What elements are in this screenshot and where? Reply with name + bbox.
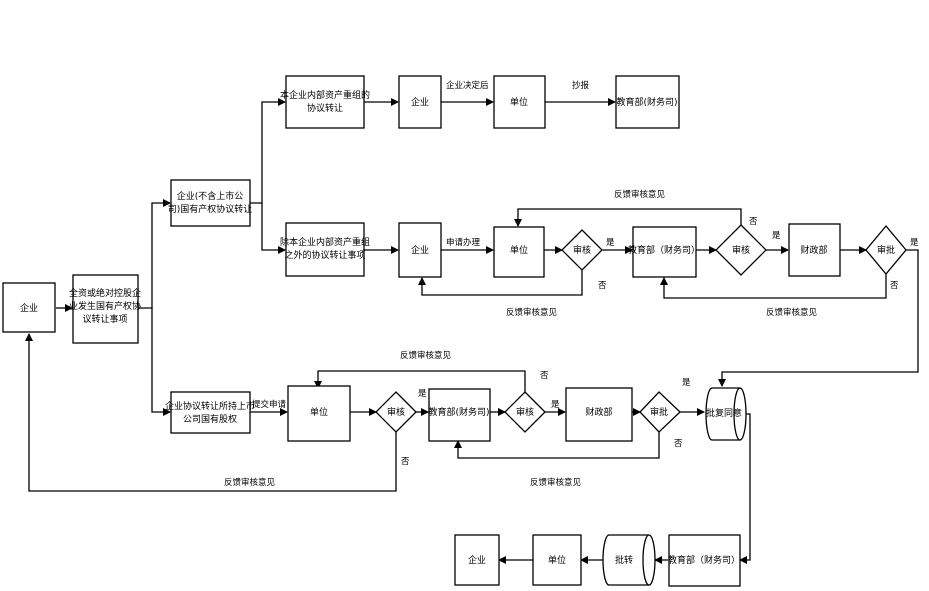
label-feedback-1: 反馈审核意见	[614, 189, 666, 200]
svg-text:企业(不含上市公: 企业(不含上市公	[177, 190, 244, 202]
svg-text:审核: 审核	[516, 406, 534, 418]
node-shenhe2-low: 审核	[504, 391, 546, 433]
edge-feedback-low-left	[25, 333, 397, 492]
label-yes-2: 是	[772, 231, 781, 241]
label-submit: 提交申请	[252, 399, 287, 410]
svg-text:协议转让: 协议转让	[307, 102, 343, 114]
node-jyb-low: 教育部(财务司)	[428, 388, 491, 442]
label-feedback-5: 反馈审核意见	[530, 477, 582, 488]
svg-text:财政部: 财政部	[585, 406, 612, 418]
node-external: 除本企业内部资产重组 之外的协议转让事项	[280, 222, 370, 277]
node-danwei-low: 单位	[287, 385, 351, 442]
svg-text:司)国有产权协议转让: 司)国有产权协议转让	[168, 203, 253, 215]
svg-text:本企业内部资产重组的: 本企业内部资产重组的	[280, 89, 370, 101]
svg-text:单位: 单位	[510, 96, 528, 108]
svg-text:企业: 企业	[20, 302, 38, 314]
edge-main-notlisted	[138, 199, 171, 309]
node-danwei-bottom: 单位	[532, 534, 582, 586]
edge-feedback-mid-right	[660, 270, 887, 299]
node-jyb-bottom: 教育部（财务司）	[668, 534, 741, 587]
edges	[25, 98, 919, 564]
edge-nl-internal	[250, 98, 286, 204]
label-yes-4: 是	[682, 378, 691, 388]
edge-feedback-mid-top	[514, 208, 742, 230]
svg-text:公司国有股权: 公司国有股权	[183, 413, 237, 425]
label-feedback-6: 反馈审核意见	[224, 477, 276, 488]
svg-text:企业: 企业	[411, 96, 429, 108]
edge-feedback-low-top	[314, 370, 526, 392]
label-feedback-4: 反馈审核意见	[400, 350, 452, 361]
node-jyb-mid: 教育部（财务司）	[628, 226, 700, 278]
svg-text:单位: 单位	[510, 244, 528, 256]
label-apply: 申请办理	[446, 237, 481, 248]
label-yes-5: 是	[418, 389, 427, 399]
node-pfty: 批复同意	[705, 387, 747, 441]
node-shenpi-mid: 审批	[865, 224, 907, 276]
svg-text:财政部: 财政部	[800, 244, 827, 256]
label-yes-3: 是	[910, 238, 919, 248]
label-yes-6: 是	[551, 400, 560, 410]
svg-text:审批: 审批	[877, 244, 895, 256]
svg-text:企业: 企业	[411, 244, 429, 256]
node-danwei-mid: 单位	[493, 226, 545, 278]
svg-text:单位: 单位	[548, 554, 566, 566]
svg-text:审核: 审核	[573, 244, 591, 256]
svg-text:批复同意: 批复同意	[706, 407, 742, 419]
node-pizhuan: 批转	[602, 534, 656, 586]
node-jyb-top: 教育部(财务司)	[615, 75, 680, 129]
node-czb-mid: 财政部	[788, 223, 841, 277]
main-line-2: 业发生国有产权协	[69, 300, 141, 312]
label-chaobao: 抄报	[572, 80, 590, 91]
node-qiye-mid: 企业	[398, 222, 442, 278]
main-line-3: 议转让事项	[82, 313, 127, 325]
svg-text:教育部（财务司）: 教育部（财务司）	[628, 244, 700, 256]
label-feedback-2: 反馈审核意见	[506, 307, 558, 318]
node-qiye-top: 企业	[398, 75, 442, 129]
edge-pfty-jyb-bottom	[739, 413, 751, 564]
svg-text:教育部(财务司): 教育部(财务司)	[428, 406, 489, 418]
edge-main-listed	[151, 308, 171, 416]
label-no-5: 否	[674, 439, 683, 449]
svg-text:教育部（财务司）: 教育部（财务司）	[668, 554, 740, 566]
label-after-decision: 企业决定后	[446, 80, 489, 91]
node-shenhe-low: 审核	[375, 391, 417, 433]
node-qiye-bottom: 企业	[454, 534, 500, 586]
svg-text:除本企业内部资产重组: 除本企业内部资产重组	[280, 236, 370, 248]
svg-text:审批: 审批	[650, 406, 668, 418]
label-no-4: 否	[540, 371, 549, 381]
node-shenhe-mid: 审核	[561, 229, 603, 271]
node-not-listed: 企业(不含上市公 司)国有产权协议转让	[168, 179, 253, 227]
main-line-1: 全资或绝对控股企	[69, 287, 141, 299]
edge-nl-external	[261, 203, 286, 254]
svg-text:之外的协议转让事项: 之外的协议转让事项	[284, 249, 365, 261]
svg-text:审核: 审核	[732, 244, 750, 256]
edge-feedback-low-mid	[454, 432, 660, 459]
node-shenhe2-mid: 审核	[715, 224, 767, 276]
node-qiye-left: 企业	[2, 282, 56, 333]
label-no-3: 否	[890, 281, 899, 291]
node-internal: 本企业内部资产重组的 协议转让	[280, 75, 370, 129]
label-feedback-3: 反馈审核意见	[766, 307, 818, 318]
edge-shenpi-pfty	[718, 249, 919, 387]
label-no-6: 否	[401, 457, 410, 467]
svg-text:企业协议转让所持上市: 企业协议转让所持上市	[165, 400, 255, 412]
svg-text:审核: 审核	[387, 406, 405, 418]
node-danwei-top: 单位	[493, 75, 546, 129]
node-listed: 企业协议转让所持上市 公司国有股权	[165, 391, 255, 434]
svg-text:教育部(财务司): 教育部(财务司)	[616, 96, 677, 108]
edge-feedback-mid-left	[418, 270, 583, 296]
node-czb-low: 财政部	[565, 387, 633, 442]
svg-text:单位: 单位	[310, 406, 328, 418]
node-main-box: 全资或绝对控股企 业发生国有产权协 议转让事项	[69, 274, 141, 344]
edge-labels: 企业决定后 抄报 申请办理 是 否 反馈审核意见 否 是 是 否 反馈审核意见 …	[224, 80, 919, 488]
label-no-2: 否	[749, 217, 758, 227]
node-shenpi-low: 审批	[639, 391, 681, 433]
svg-text:批转: 批转	[615, 554, 633, 566]
svg-text:企业: 企业	[468, 554, 486, 566]
label-yes-1: 是	[606, 238, 615, 248]
label-no-1: 否	[598, 281, 607, 291]
